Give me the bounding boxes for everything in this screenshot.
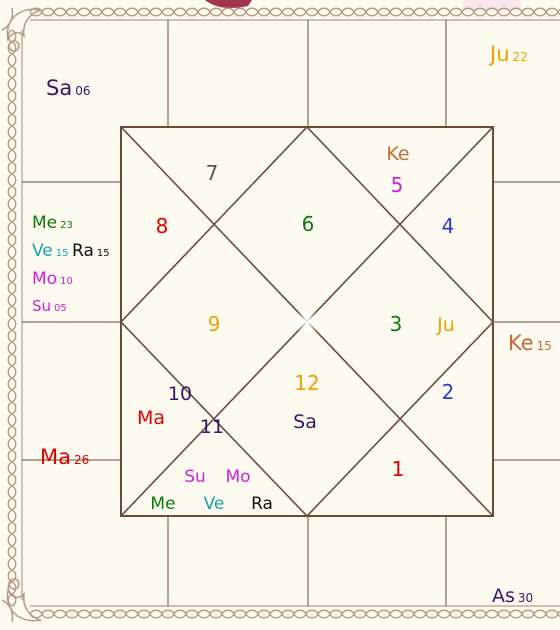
planet-moon: Mo: [225, 467, 250, 487]
house-number-5: 5: [391, 173, 404, 197]
house-number-1: 1: [392, 457, 405, 481]
outer-jupiter-degree: 22: [513, 50, 528, 64]
house-number-4: 4: [442, 214, 455, 238]
planet-mercury: Me: [150, 494, 175, 514]
house-number-6: 6: [302, 212, 315, 236]
outer-venus-degree: 15: [56, 248, 69, 259]
house-number-12: 12: [294, 371, 319, 395]
outer-moon-name: Mo: [32, 269, 57, 289]
outer-venus-name: Ve: [32, 241, 53, 261]
outer-mercury-degree: 23: [60, 220, 73, 231]
outer-sun-name: Su: [32, 297, 51, 315]
outer-rahu-degree: 15: [97, 248, 110, 259]
planet-ketu: Ke: [386, 143, 409, 165]
planet-venus: Ve: [204, 494, 225, 514]
outer-saturn-degree: 06: [75, 84, 90, 98]
house-number-11: 11: [200, 416, 224, 438]
outer-rahu-name: Ra: [72, 241, 94, 261]
planet-mars: Ma: [137, 407, 165, 429]
center-glow: [293, 308, 321, 336]
outer-mercury-name: Me: [32, 213, 57, 233]
outer-sun-degree: 05: [54, 303, 67, 314]
outer-ketu-name: Ke: [508, 331, 534, 355]
house-number-3: 3: [390, 312, 403, 336]
outer-ascendant-degree: 30: [518, 591, 533, 605]
house-number-2: 2: [442, 380, 455, 404]
house-number-10: 10: [168, 383, 192, 405]
planet-rahu: Ra: [251, 494, 273, 514]
planet-saturn: Sa: [293, 411, 317, 433]
outer-mars-name: Ma: [40, 445, 71, 469]
outer-ascendant-name: As: [492, 585, 515, 607]
planet-jupiter: Ju: [436, 314, 455, 336]
outer-jupiter-name: Ju: [488, 42, 510, 66]
planet-sun: Su: [184, 467, 206, 487]
house-number-7: 7: [206, 161, 219, 185]
house-number-8: 8: [156, 214, 169, 238]
outer-mars-degree: 26: [74, 453, 89, 467]
outer-saturn-name: Sa: [46, 76, 72, 100]
outer-moon-degree: 10: [60, 276, 73, 287]
outer-ketu-degree: 15: [537, 339, 552, 353]
house-number-9: 9: [208, 312, 221, 336]
